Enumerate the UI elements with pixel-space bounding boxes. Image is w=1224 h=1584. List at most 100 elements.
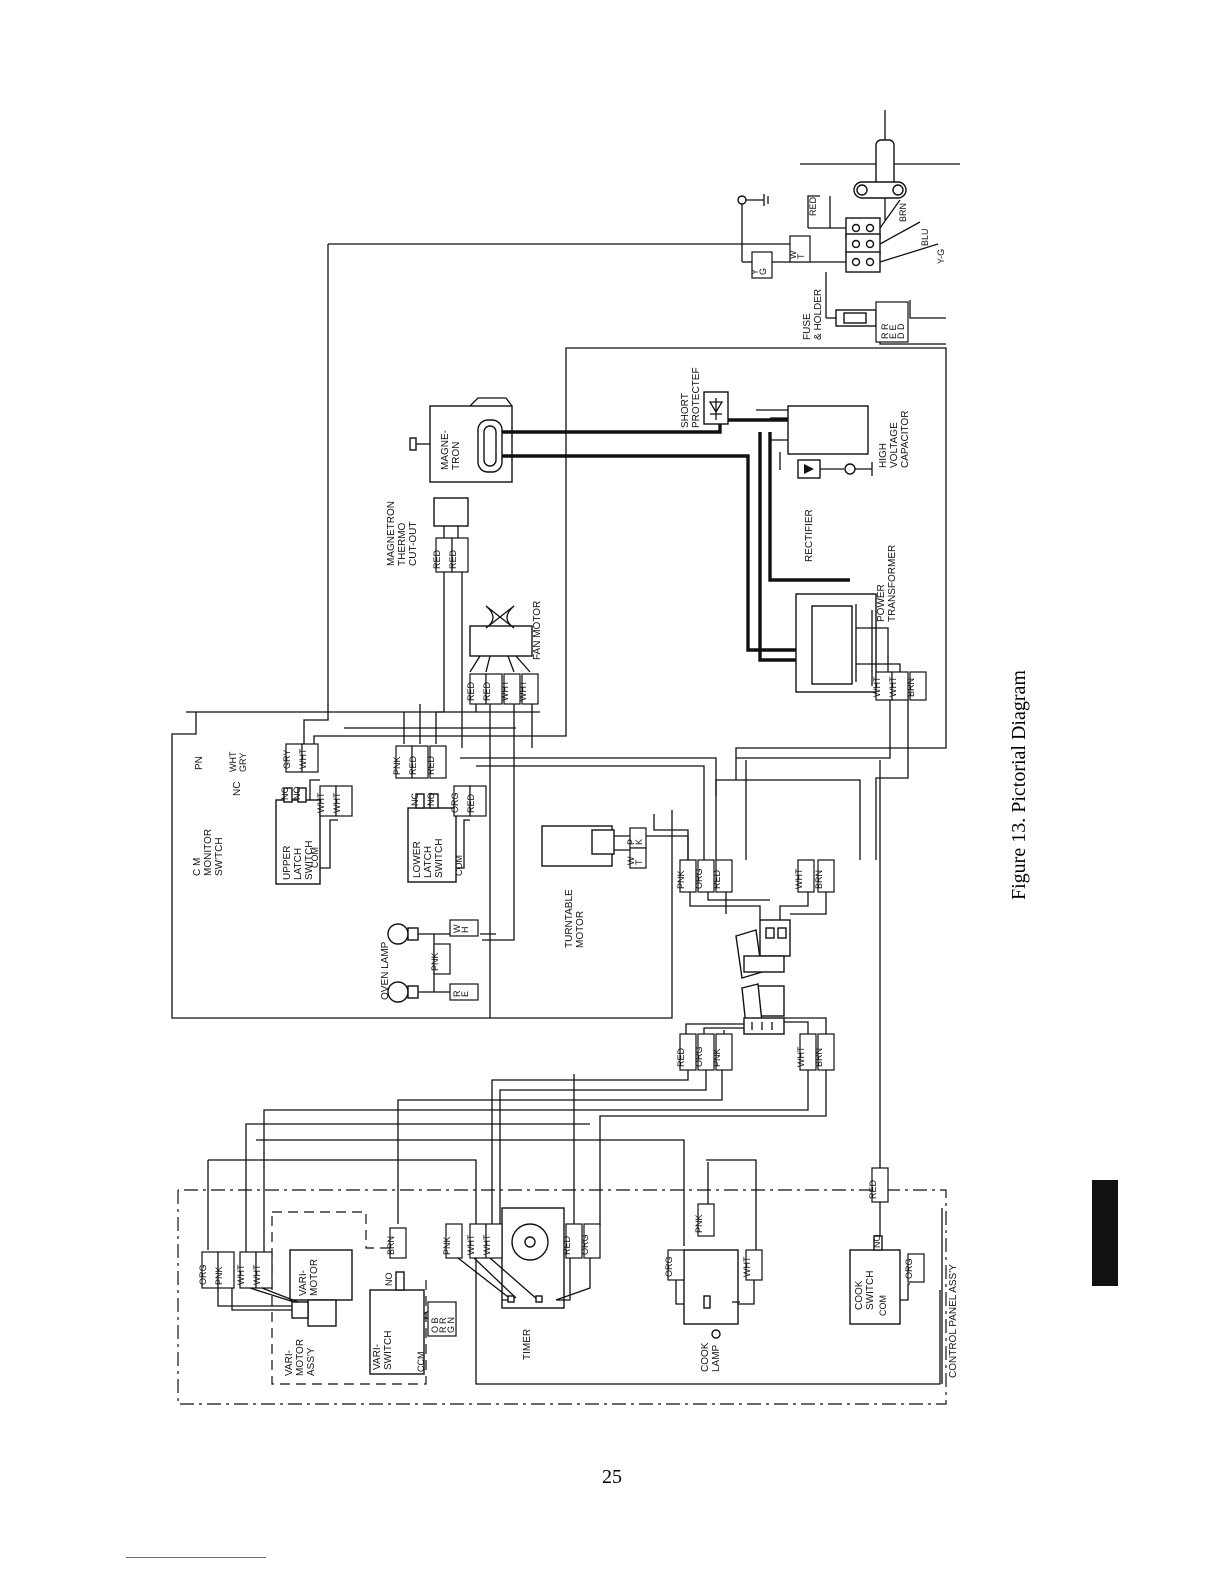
wire-tag-text-line: T bbox=[796, 253, 806, 259]
upper-latch-switch-body bbox=[275, 779, 338, 885]
terminal-label-nc-1-line: NC bbox=[280, 787, 290, 800]
wire-tag-text-line: PNK bbox=[694, 1214, 704, 1233]
label-upper-latch-line: LATCH bbox=[293, 848, 304, 880]
wire-tag-text-line: WHT bbox=[236, 1264, 246, 1285]
wire-tag-pnk-38: PNK bbox=[214, 1251, 235, 1289]
label-hv-capacitor-line: VOLTAGE bbox=[889, 422, 900, 468]
wire-tag-text: WHT bbox=[332, 792, 342, 813]
wire-tag-text: PNK bbox=[676, 870, 686, 889]
ground-symbol-top bbox=[737, 194, 769, 263]
thermo-cut-out bbox=[433, 497, 469, 538]
wire-tag-box bbox=[697, 1033, 715, 1071]
wire-tag-text-line: ORG bbox=[450, 792, 460, 813]
footnote-rule bbox=[126, 1557, 266, 1558]
label-cook-lamp-line: LAMP bbox=[711, 1344, 722, 1372]
wire-tag-text-line: O B bbox=[430, 1317, 440, 1333]
wire-tag-box bbox=[449, 919, 479, 937]
wire-tag-box bbox=[485, 673, 503, 705]
wire-tag-pnk-47: PNK bbox=[694, 1203, 715, 1237]
label-rectifier-line: RECTIFIER bbox=[804, 509, 815, 562]
wire-tag-box bbox=[797, 859, 815, 893]
wire-tag-text: BRN bbox=[814, 870, 824, 889]
wire-tag-text-line: WHT bbox=[298, 748, 308, 769]
wire-tag-text-line: T bbox=[634, 859, 644, 865]
wire-tag-text-line: PNK bbox=[712, 1048, 722, 1067]
wire-tag-box bbox=[389, 1227, 407, 1259]
wire-tag-box bbox=[871, 1167, 889, 1203]
wire-tag-red-18: RED bbox=[426, 745, 447, 779]
label-vari-switch-line: SWITCH bbox=[383, 1331, 394, 1370]
wire-tag-box bbox=[583, 1223, 601, 1259]
wire-tag-box bbox=[697, 859, 715, 893]
wire-tag-text-line: WHT bbox=[332, 792, 342, 813]
wire-tag-brn-41: BRN bbox=[386, 1227, 407, 1259]
terminal-label-no-5: NO bbox=[426, 793, 436, 807]
wire-tag-text-line: E E bbox=[888, 324, 898, 339]
vari-switch-body bbox=[369, 1271, 437, 1375]
wire-tag-text-line: RED bbox=[466, 793, 476, 813]
wire-tag-wht-8: WHT bbox=[518, 673, 539, 705]
wire-tag-text-line: WHT bbox=[794, 868, 804, 889]
wire-tag-text: O BR RG N bbox=[430, 1317, 456, 1333]
wire-tag-text: WHT bbox=[466, 1234, 476, 1255]
wire-tag-box bbox=[817, 1033, 835, 1071]
wire-tag-org-32: ORG bbox=[694, 1033, 715, 1071]
wire-tag-text: YG bbox=[750, 268, 768, 275]
wire-tag-red-20: RED bbox=[466, 785, 487, 817]
wire-tag-box bbox=[751, 251, 773, 279]
label-magnetron: MAGNE-TRON bbox=[440, 430, 462, 470]
wire-label-brn-1: BRN bbox=[898, 203, 908, 222]
label-pn-line: PN bbox=[194, 756, 205, 770]
wire-tag-text-line: GRY bbox=[282, 750, 292, 769]
label-hv-capacitor-line: HIGH bbox=[878, 443, 889, 468]
timer-body bbox=[457, 1207, 591, 1309]
label-power-transformer-line: TRANSFORMER bbox=[887, 545, 898, 622]
wire-tag-org-48: ORG bbox=[664, 1249, 685, 1281]
wire-tag-text: ORG bbox=[664, 1256, 674, 1277]
wire-tag-box bbox=[255, 1251, 273, 1289]
wire-tag-wht-34: WHT bbox=[796, 1033, 817, 1071]
wire-tag-text: PNK bbox=[392, 756, 402, 775]
wire-tag-text-line: H bbox=[460, 927, 470, 934]
wire-tag-box bbox=[715, 859, 733, 893]
wire-tag-text-line: WHT bbox=[482, 1234, 492, 1255]
label-oven-lamp-line: OVEN LAMP bbox=[380, 941, 391, 1000]
wire-tag-text: R RE ED D bbox=[880, 323, 906, 339]
label-magnetron-line: TRON bbox=[451, 442, 462, 470]
wire-tag-text: RED bbox=[712, 869, 722, 889]
wire-tag-text: WHT bbox=[482, 1234, 492, 1255]
wire-tag-text-line: ORG bbox=[664, 1256, 674, 1277]
wire-label-red-0: RED bbox=[808, 196, 818, 216]
label-monitor-switch-line: SW'TCH bbox=[214, 837, 225, 876]
wire-tag-box bbox=[789, 235, 811, 263]
wire-tag-text: WHT bbox=[236, 1264, 246, 1285]
wire-label-blu-2: BLU bbox=[920, 228, 930, 246]
wire-tag-text-line: W bbox=[788, 250, 798, 259]
wire-tag-text: BRN bbox=[386, 1236, 396, 1255]
wire-tag-text-line: RED bbox=[432, 549, 442, 569]
wire-tag-box bbox=[485, 1223, 503, 1259]
wire-tag-org-46: ORG bbox=[580, 1223, 601, 1259]
terminal-label-no-9-line: NO bbox=[872, 1235, 882, 1249]
wire-tag-box bbox=[715, 1033, 733, 1071]
wire-tag-text: WHT bbox=[872, 676, 882, 697]
wire-tag-box bbox=[521, 673, 539, 705]
wire-tag-text: RED bbox=[482, 681, 492, 701]
wire-tag-red-4: RED bbox=[448, 537, 469, 573]
wire-tag-pnk-33: PNK bbox=[712, 1033, 733, 1071]
wire-tag-text: WHT bbox=[888, 676, 898, 697]
label-thermo-line: THERMO bbox=[397, 522, 408, 566]
wire-tag-red-5: RED bbox=[466, 673, 487, 705]
page-number: 25 bbox=[602, 1466, 622, 1488]
wire-tag-brn-11: BRN bbox=[906, 671, 927, 701]
wire-tag-org-37: ORG bbox=[198, 1251, 219, 1289]
wire-tag-text-line: W bbox=[452, 924, 462, 933]
wire-tag-gry-12: GRY bbox=[282, 743, 303, 773]
terminal-label-ccm-7-line: CCM bbox=[416, 1352, 426, 1373]
terminal-label-com-3-line: COM bbox=[454, 855, 464, 876]
